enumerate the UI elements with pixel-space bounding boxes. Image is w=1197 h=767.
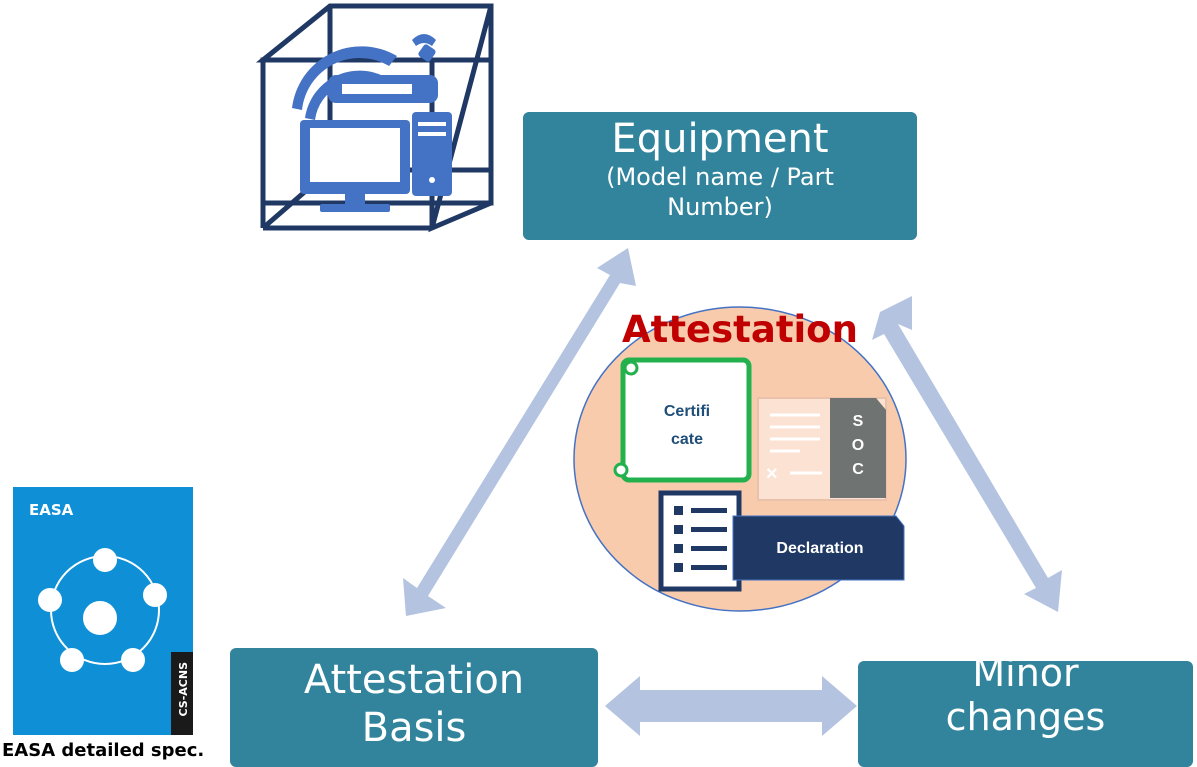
declaration-icon (658, 490, 905, 592)
certificate-icon (613, 357, 752, 483)
declaration-label: Declaration (776, 540, 864, 557)
minor-changes-box: Minor changes (858, 661, 1193, 767)
certificate-label: Certifi cate (632, 398, 742, 454)
certificate-line2: cate (670, 431, 704, 448)
arrow-basis-minor (605, 676, 857, 736)
soc-letter-c: C (852, 461, 864, 478)
minor-changes-line2: changes (945, 695, 1106, 739)
minor-changes-line1: Minor (972, 661, 1079, 695)
equipment-box: Equipment (Model name / Part Number) (523, 112, 917, 240)
easa-cover-illustration (38, 548, 167, 672)
soc-letter-o: O (851, 437, 865, 454)
svg-text:×: × (766, 463, 778, 485)
equipment-cube-icon (255, 3, 494, 233)
attestation-basis-box: Attestation Basis (230, 648, 598, 767)
arrow-equipment-basis (403, 248, 636, 616)
certificate-line1: Certifi (663, 403, 711, 420)
attestation-title: Attestation (622, 308, 858, 351)
soc-letter-s: S (852, 413, 864, 430)
arrow-equipment-minor (872, 296, 1062, 612)
equipment-title: Equipment (611, 116, 829, 162)
computer-icon (292, 34, 452, 212)
equipment-subtitle: (Model name / Part Number) (606, 163, 834, 221)
soc-label: S O C (830, 410, 886, 482)
soc-document-icon: × (757, 397, 887, 501)
easa-caption: EASA detailed spec. (2, 740, 205, 761)
attestation-basis-label: Attestation Basis (303, 657, 525, 751)
